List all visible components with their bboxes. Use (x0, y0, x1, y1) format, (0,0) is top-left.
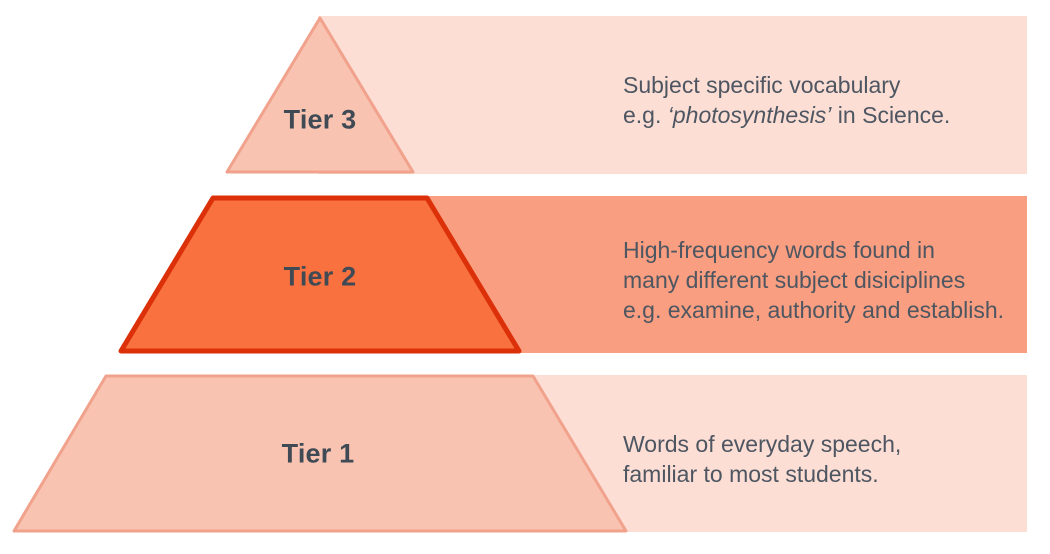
tier3-description: Subject specific vocabulary e.g. ‘photosy… (623, 21, 1027, 179)
description-line: High-frequency words found in (623, 236, 935, 263)
description-line: Words of everyday speech, (623, 430, 902, 457)
tier1-trapezoid (12, 374, 628, 533)
tier2-trapezoid (118, 195, 522, 354)
description-line: familiar to most students. (623, 460, 879, 487)
tier2-label: Tier 2 (283, 261, 357, 292)
description-line: Subject specific vocabulary (623, 72, 901, 98)
tier1-description: Words of everyday speech, familiar to mos… (623, 380, 1027, 537)
tier1-label: Tier 1 (281, 438, 355, 469)
description-line: e.g. examine, authority and establish. (623, 296, 1005, 323)
tier3-triangle (225, 16, 415, 174)
tier3-band (318, 16, 1027, 174)
description-line: e.g. ‘photosynthesis’ in Science. (623, 102, 951, 128)
tier3-label: Tier 3 (283, 104, 357, 135)
tier2-description: High-frequency words found in many differ… (623, 201, 1027, 358)
description-line: many different subject disiciplines (623, 266, 966, 293)
